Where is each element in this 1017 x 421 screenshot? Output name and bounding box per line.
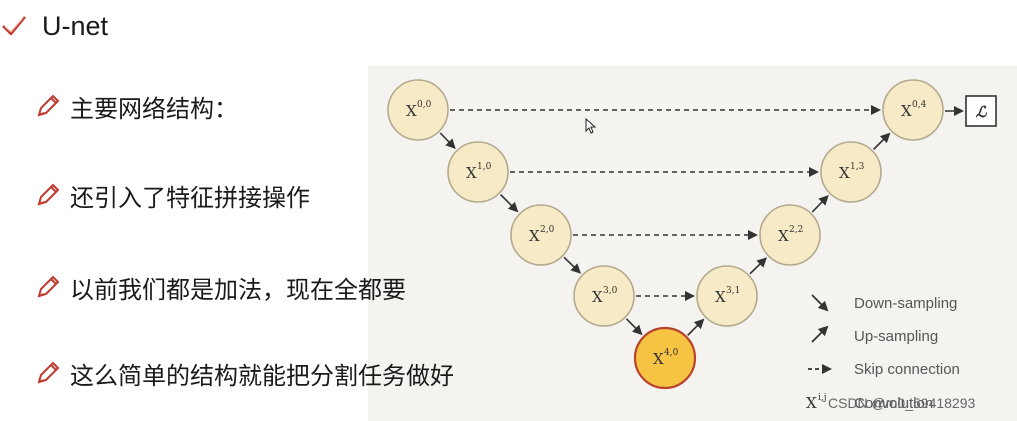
sampling-arrow-x20-x30 [563,256,582,274]
node-label: X [778,227,789,245]
edges-layer [439,105,964,336]
bullet-text: 以前我们都是加法，现在全都要 [70,275,406,304]
node-circle [759,204,821,266]
node-circle [387,79,449,141]
watermark: CSDN @m0_59418293 [828,395,976,411]
sampling-arrow-x40-x31 [687,318,705,336]
down-sampling-legend-icon [811,294,829,312]
bullet-text: 还引入了特征拼接操作 [70,183,310,212]
node-superscript: 4,0 [664,348,679,358]
node-label: X [653,350,664,368]
node-superscript: 1,3 [850,162,865,172]
pencil-icon [37,183,60,206]
node-circle [696,265,758,327]
node-circle [510,204,572,266]
sampling-arrow-x10-x20 [500,194,519,213]
legend: Down-sampling Up-sampling Skip connectio… [806,294,960,412]
node-superscript: 2,2 [789,225,803,235]
node-superscript: 0,0 [417,100,432,110]
node-label: X [901,102,912,120]
node-label: X [592,288,603,306]
node-label: X [466,164,477,182]
node-label: X [715,288,726,306]
node-superscript: 1,0 [477,162,492,172]
bullet-item: 还引入了特征拼接操作 [34,177,310,213]
bullet-item: 以前我们都是加法，现在全都要 [34,269,406,305]
node-circle [882,79,944,141]
pencil-icon [37,94,60,117]
legend-down-sampling: Down-sampling [854,295,957,312]
node-label: X [839,164,850,182]
cursor-icon [585,117,597,134]
loss-label: ℒ [976,103,988,121]
node-superscript: 3,0 [603,286,618,296]
bullet-item: 主要网络结构： [34,88,238,124]
loss-box: ℒ [965,95,997,127]
node-circle [633,326,697,390]
legend-up-sampling: Up-sampling [854,328,938,345]
node-superscript: 3,1 [726,286,740,296]
sampling-arrow-x00-x10 [439,132,456,150]
bullet-item: 这么简单的结构就能把分割任务做好 [34,355,454,391]
node-superscript: 0,4 [912,100,927,110]
pencil-icon [37,275,60,298]
sampling-arrow-x31-x22 [749,257,768,275]
legend-skip-connection: Skip connection [854,361,960,378]
node-circle [820,141,882,203]
legend-convolution: Convolution [854,395,933,412]
node-label: X [406,102,417,120]
pencil-icon [37,361,60,384]
title-row: U-net [0,6,108,46]
legend-symbol-sup: i,j [818,393,827,403]
node-superscript: 2,0 [540,225,555,235]
sampling-arrow-x22-x13 [811,194,829,213]
bullet-text: 这么简单的结构就能把分割任务做好 [70,361,454,390]
node-label: X [529,227,540,245]
node-circle [573,265,635,327]
node-circle [447,141,509,203]
page-title: U-net [42,10,109,41]
legend-symbol: X [806,394,817,412]
sampling-arrow-x13-x04 [873,132,891,150]
up-sampling-legend-icon [811,325,829,343]
sampling-arrow-x30-x40 [625,318,643,336]
bullet-text: 主要网络结构： [70,94,238,123]
bullet-list: 主要网络结构： 还引入了特征拼接操作 以前我们都是加法，现在全都要 这么简单的结… [34,0,554,421]
check-icon [2,16,26,36]
